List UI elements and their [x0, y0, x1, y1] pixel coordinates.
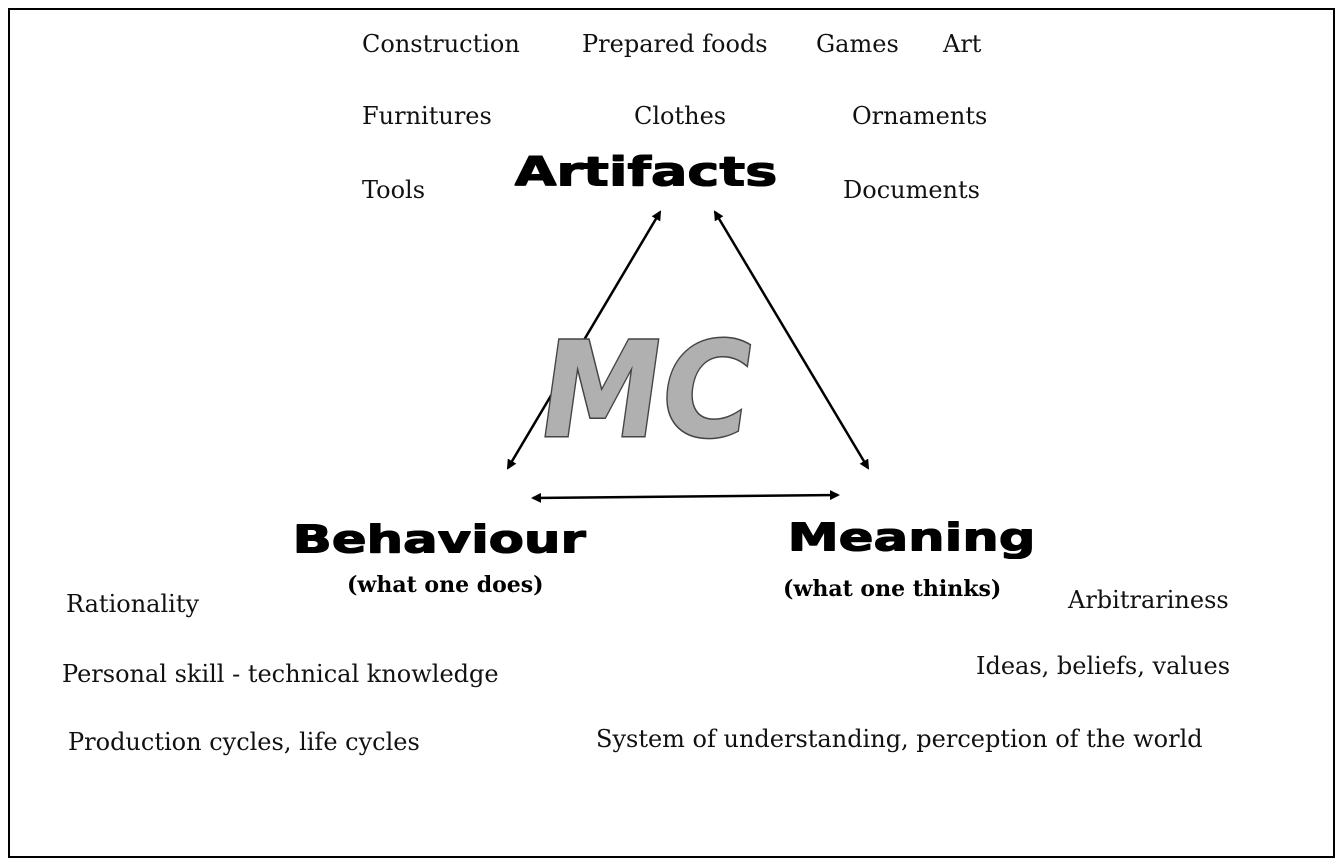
behaviour-title: Behaviour	[292, 517, 586, 561]
artifact-item: Games	[816, 30, 899, 58]
diagram-frame	[8, 8, 1335, 858]
artifacts-title: Artifacts	[514, 149, 777, 195]
meaning-item: Arbitrariness	[1068, 586, 1229, 614]
artifact-item: Clothes	[634, 102, 727, 130]
behaviour-item: Production cycles, life cycles	[68, 728, 420, 756]
artifacts-behaviour-arrow	[506, 210, 662, 470]
mc-logo: MC	[530, 315, 762, 468]
artifacts-meaning-arrow	[713, 210, 870, 470]
behaviour-subtitle: (what one does)	[347, 572, 544, 598]
meaning-item: System of understanding, perception of t…	[596, 725, 1203, 753]
artifact-item: Construction	[362, 30, 520, 58]
meaning-item: Ideas, beliefs, values	[976, 652, 1231, 680]
artifact-item: Documents	[843, 176, 980, 204]
behaviour-item: Personal skill - technical knowledge	[62, 660, 499, 688]
artifact-item: Tools	[362, 176, 426, 204]
meaning-subtitle: (what one thinks)	[783, 576, 1002, 602]
artifact-item: Art	[943, 30, 982, 58]
artifact-item: Prepared foods	[582, 30, 768, 58]
artifact-item: Ornaments	[852, 102, 988, 130]
meaning-title: Meaning	[787, 515, 1035, 559]
behaviour-meaning-arrow	[531, 490, 840, 503]
artifact-item: Furnitures	[362, 102, 492, 130]
behaviour-item: Rationality	[66, 590, 200, 618]
